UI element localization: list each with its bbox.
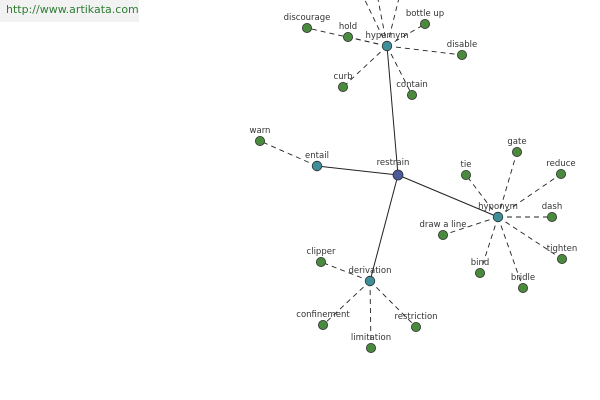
label-clipper: clipper xyxy=(307,247,336,257)
edge-hypernym-offscreen-1 xyxy=(364,0,388,47)
edges-layer xyxy=(259,0,563,349)
edge-entail-warn xyxy=(259,140,318,167)
label-hypernym: hypernym xyxy=(365,31,408,41)
node-restrain[interactable] xyxy=(392,169,404,181)
edge-restrain-derivation xyxy=(369,174,399,282)
label-discourage: discourage xyxy=(284,13,331,23)
edge-hypernym-contain xyxy=(386,45,413,96)
source-bar: http://www.artikata.com xyxy=(0,0,139,22)
label-restriction: restriction xyxy=(394,312,437,322)
edge-hypernym-hold xyxy=(347,36,388,47)
node-confinement[interactable] xyxy=(317,319,328,330)
node-reduce[interactable] xyxy=(556,168,567,179)
node-warn[interactable] xyxy=(254,135,265,146)
label-bottle-up: bottle up xyxy=(406,9,444,19)
node-clipper[interactable] xyxy=(315,256,326,267)
label-contain: contain xyxy=(396,80,428,90)
edge-hyponym-gate xyxy=(497,151,518,218)
label-dash: dash xyxy=(542,202,562,212)
label-bridle: bridle xyxy=(511,273,535,283)
node-tighten[interactable] xyxy=(557,253,568,264)
node-hypernym[interactable] xyxy=(381,40,393,52)
edge-restrain-hyponym xyxy=(397,174,499,218)
edge-hypernym-curb xyxy=(342,45,388,88)
label-limitation: limitation xyxy=(351,333,391,343)
node-limitation[interactable] xyxy=(365,342,376,353)
edge-derivation-limitation xyxy=(369,280,372,349)
node-gate[interactable] xyxy=(512,146,523,157)
node-discourage[interactable] xyxy=(301,22,312,33)
node-bottle-up[interactable] xyxy=(419,18,430,29)
edge-hypernym-bottle-up xyxy=(386,23,426,47)
edge-hyponym-bridle xyxy=(497,216,524,289)
edge-hyponym-draw-a-line xyxy=(442,216,499,236)
label-tighten: tighten xyxy=(547,244,577,254)
labels-layer: discourage hold bottle up disable curb contai… xyxy=(250,9,578,343)
node-bind[interactable] xyxy=(474,267,485,278)
label-derivation: derivation xyxy=(348,266,391,276)
node-hold[interactable] xyxy=(342,32,353,43)
edge-hyponym-bind xyxy=(479,216,499,274)
node-entail[interactable] xyxy=(311,160,323,172)
edge-derivation-restriction xyxy=(369,280,417,328)
edge-hypernym-disable xyxy=(386,45,463,56)
label-hold: hold xyxy=(339,22,357,32)
node-draw-a-line[interactable] xyxy=(437,229,448,240)
label-disable: disable xyxy=(447,40,477,50)
label-gate: gate xyxy=(507,137,526,147)
node-dash[interactable] xyxy=(547,211,558,222)
source-link[interactable]: http://www.artikata.com xyxy=(6,3,139,16)
node-bridle[interactable] xyxy=(518,282,529,293)
edge-restrain-entail xyxy=(316,165,399,176)
node-curb[interactable] xyxy=(337,82,348,93)
label-confinement: confinement xyxy=(296,310,350,320)
label-reduce: reduce xyxy=(546,159,575,169)
edge-hyponym-reduce xyxy=(497,173,562,218)
label-restrain: restrain xyxy=(377,158,410,168)
label-bind: bind xyxy=(471,258,490,268)
edge-restrain-hypernym xyxy=(386,45,399,176)
label-entail: entail xyxy=(305,151,329,161)
label-tie: tie xyxy=(461,160,472,170)
node-restriction[interactable] xyxy=(410,321,421,332)
label-curb: curb xyxy=(334,72,353,82)
node-hyponym[interactable] xyxy=(492,211,504,223)
node-disable[interactable] xyxy=(456,50,467,61)
nodes-layer xyxy=(254,18,568,353)
label-hyponym: hyponym xyxy=(478,202,518,212)
label-draw-a-line: draw a line xyxy=(419,220,466,230)
node-tie[interactable] xyxy=(460,169,471,180)
node-contain[interactable] xyxy=(406,90,417,101)
label-warn: warn xyxy=(250,126,271,136)
edge-derivation-confinement xyxy=(322,280,371,326)
edge-hyponym-tighten xyxy=(497,216,563,260)
node-derivation[interactable] xyxy=(364,275,376,287)
